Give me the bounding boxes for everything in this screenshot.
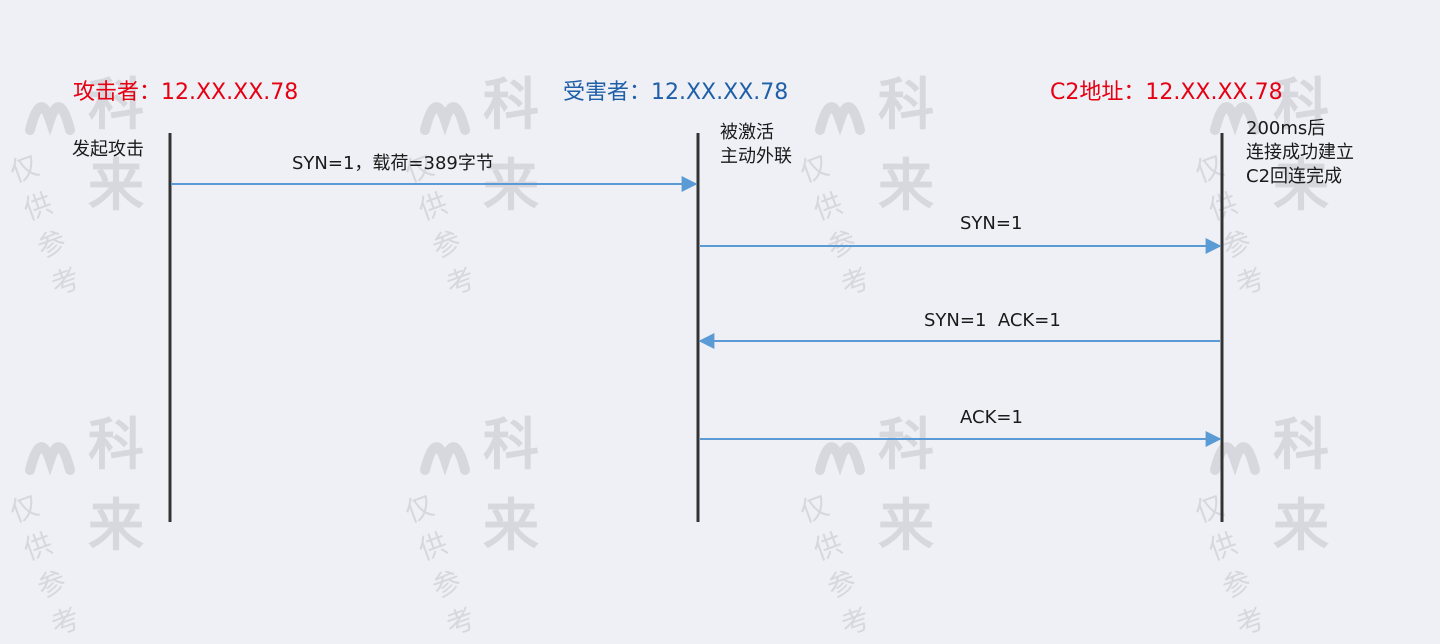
- attacker-note: 发起攻击: [72, 138, 144, 162]
- c2-note: 200ms后 连接成功建立 C2回连完成: [1246, 117, 1354, 189]
- attacker-label: 攻击者：12.XX.XX.78: [73, 80, 299, 105]
- kelai-logo-icon: [25, 442, 75, 476]
- kelai-logo-icon: [420, 442, 470, 476]
- watermark-sub: 仅供参考: [5, 484, 96, 643]
- watermark-brand: 科来: [878, 73, 936, 219]
- watermark-sub: 仅供参考: [1190, 484, 1281, 643]
- watermark-brand: 科来: [878, 413, 936, 559]
- victim-note-line: 被激活: [720, 122, 774, 143]
- message-label-4: ACK=1: [960, 407, 1023, 428]
- watermark-sub: 仅供参考: [795, 484, 886, 643]
- kelai-logo-icon: [420, 102, 470, 136]
- kelai-logo-icon: [815, 102, 865, 136]
- watermark-sub: 仅供参考: [400, 484, 491, 643]
- c2-label: C2地址：12.XX.XX.78: [1050, 80, 1283, 105]
- watermark-brand: 科来: [88, 413, 146, 559]
- c2-note-line: C2回连完成: [1246, 166, 1343, 187]
- c2-note-line: 200ms后: [1246, 118, 1326, 139]
- kelai-logo-icon: [815, 442, 865, 476]
- kelai-logo-icon: [25, 102, 75, 136]
- c2-note-line: 连接成功建立: [1246, 142, 1354, 163]
- victim-note: 被激活 主动外联: [720, 121, 792, 169]
- victim-note-line: 主动外联: [720, 146, 792, 167]
- victim-label: 受害者：12.XX.XX.78: [563, 80, 789, 105]
- watermark-sub: 仅供参考: [5, 144, 96, 303]
- message-label-1: SYN=1，载荷=389字节: [292, 153, 494, 174]
- watermark-brand: 科来: [1273, 413, 1331, 559]
- watermark-brand: 科来: [483, 73, 541, 219]
- message-label-2: SYN=1: [960, 213, 1023, 234]
- kelai-logo-icon: [1210, 442, 1260, 476]
- watermark-sub: 仅供参考: [795, 144, 886, 303]
- watermark-brand: 科来: [483, 413, 541, 559]
- message-label-3: SYN=1 ACK=1: [924, 310, 1061, 331]
- attacker-note-line: 发起攻击: [72, 139, 144, 160]
